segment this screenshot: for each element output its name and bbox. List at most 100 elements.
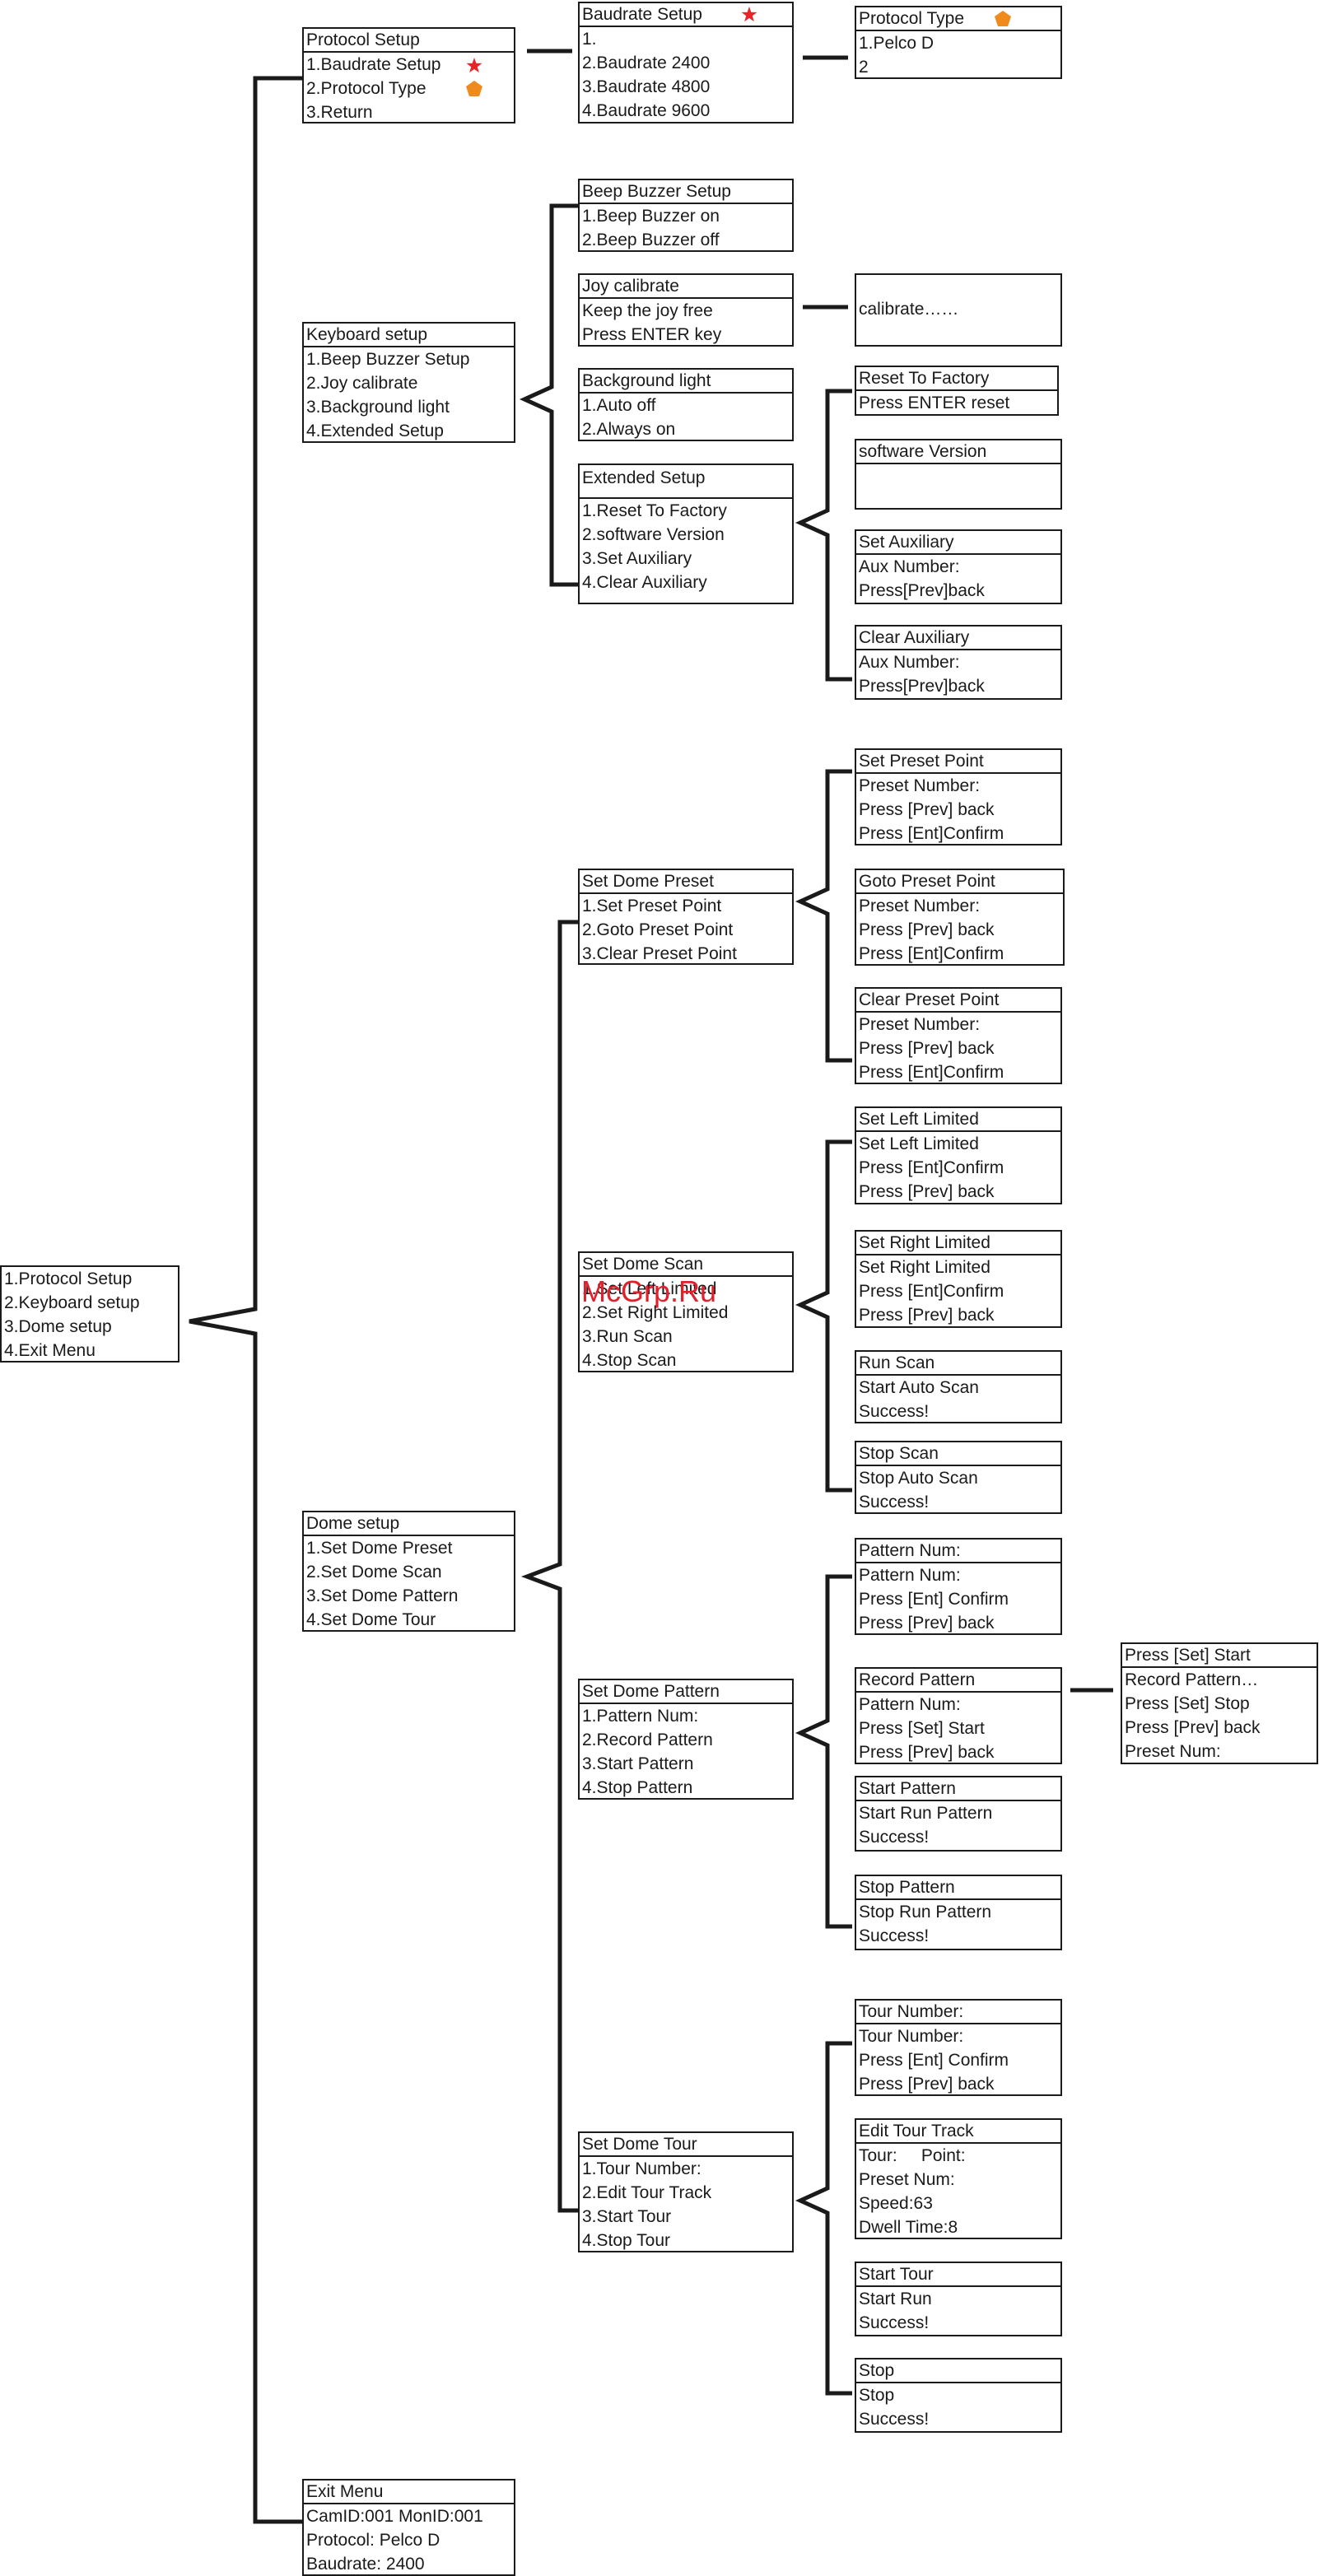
- main-menu-item[interactable]: 2.Keyboard setup: [4, 1293, 140, 1312]
- menu-item[interactable]: 1.Pelco D: [859, 34, 934, 53]
- menu-item: Press [Ent] Confirm: [859, 1590, 1009, 1609]
- menu-item: Success!: [859, 2313, 930, 2332]
- menu-item[interactable]: 3.Start Pattern: [582, 1754, 694, 1773]
- menu-item[interactable]: 1.Reset To Factory: [582, 501, 727, 520]
- exit-menu-title: Exit Menu: [304, 2481, 514, 2504]
- menu-item[interactable]: 4.Clear Auxiliary: [582, 573, 707, 592]
- menu-item: Set Right Limited: [859, 1258, 990, 1277]
- pentagon-icon: [466, 81, 482, 96]
- menu-item[interactable]: 3.Background light: [306, 398, 450, 417]
- extended-setup-title: Extended Setup: [580, 465, 792, 499]
- tour-bracket: [795, 2041, 852, 2396]
- watermark-text: McGrp.Ru: [581, 1274, 717, 1308]
- menu-item: Speed:63: [859, 2194, 933, 2213]
- menu-item[interactable]: 2.Goto Preset Point: [582, 920, 734, 939]
- dome-setup-title: Dome setup: [304, 1512, 514, 1536]
- dome-bracket: [520, 920, 580, 2213]
- menu-item[interactable]: 2.Set Right Limited: [582, 1303, 729, 1322]
- menu-item[interactable]: 4.Extended Setup: [306, 422, 444, 440]
- menu-item: Press [Ent]Confirm: [859, 824, 1004, 843]
- menu-item: Press [Ent]Confirm: [859, 1158, 1004, 1177]
- menu-item: Press [Prev] back: [859, 2075, 995, 2094]
- pattern-num-title: Pattern Num:: [856, 1540, 1060, 1563]
- menu-item[interactable]: 1.Pattern Num:: [582, 1707, 699, 1726]
- main-menu-item[interactable]: 3.Dome setup: [4, 1317, 112, 1336]
- scan-bracket: [795, 1139, 852, 1493]
- keyboard-bracket: [519, 203, 580, 587]
- menu-item: Press [Prev] back: [859, 1182, 995, 1201]
- tour-number-title: Tour Number:: [856, 2001, 1060, 2024]
- joy-calibrate-box: Joy calibrate Keep the joy free Press EN…: [578, 273, 794, 347]
- menu-item[interactable]: 3.Start Tour: [582, 2207, 672, 2226]
- set-dome-pattern-box: Set Dome Pattern 1.Pattern Num: 2.Record…: [578, 1679, 794, 1800]
- menu-item[interactable]: 1.Beep Buzzer Setup: [306, 350, 470, 369]
- stop-scan-box: Stop Scan Stop Auto Scan Success!: [855, 1441, 1062, 1514]
- menu-item[interactable]: 2.Joy calibrate: [306, 374, 418, 393]
- menu-item: Stop Run Pattern: [859, 1903, 992, 1922]
- record-pattern-box: Record Pattern Pattern Num: Press [Set] …: [855, 1667, 1062, 1764]
- reset-factory-box: Reset To Factory Press ENTER reset: [855, 366, 1059, 416]
- menu-item: Press [Prev] back: [1125, 1718, 1261, 1737]
- menu-item-label: 1.Baudrate Setup: [306, 55, 441, 74]
- star-icon: [741, 7, 757, 22]
- menu-item[interactable]: 3.Return: [306, 103, 373, 122]
- menu-item: Aux Number:: [859, 557, 960, 576]
- background-light-title: Background light: [580, 370, 792, 394]
- menu-item[interactable]: 2.Edit Tour Track: [582, 2183, 712, 2202]
- keyboard-setup-title: Keyboard setup: [304, 324, 514, 347]
- pattern-bracket: [795, 1574, 852, 1929]
- menu-item[interactable]: 2.Set Dome Scan: [306, 1563, 442, 1581]
- menu-item[interactable]: 2.Beep Buzzer off: [582, 231, 720, 249]
- menu-item[interactable]: 2.Record Pattern: [582, 1731, 713, 1749]
- set-left-limited-box: Set Left Limited Set Left Limited Press …: [855, 1106, 1062, 1204]
- edit-tour-track-box: Edit Tour Track Tour: Point: Preset Num:…: [855, 2118, 1062, 2239]
- menu-item[interactable]: 4.Stop Scan: [582, 1351, 677, 1370]
- menu-item[interactable]: 4.Stop Pattern: [582, 1778, 693, 1797]
- clear-preset-point-box: Clear Preset Point Preset Number: Press …: [855, 987, 1062, 1084]
- set-preset-point-box: Set Preset Point Preset Number: Press [P…: [855, 748, 1062, 845]
- menu-item[interactable]: 1.: [582, 30, 597, 49]
- menu-item[interactable]: 1.Auto off: [582, 396, 656, 415]
- menu-item[interactable]: 3.Clear Preset Point: [582, 944, 737, 963]
- set-left-limited-title: Set Left Limited: [856, 1108, 1060, 1132]
- menu-item: Press [Prev] back: [859, 1743, 995, 1762]
- calibrate-text: calibrate……: [859, 300, 959, 319]
- main-menu-item[interactable]: 1.Protocol Setup: [4, 1269, 133, 1288]
- menu-item: Tour Number:: [859, 2027, 964, 2046]
- title-label: Baudrate Setup: [582, 5, 702, 24]
- menu-item-label: 2.Protocol Type: [306, 79, 426, 98]
- menu-item[interactable]: 2: [859, 58, 869, 77]
- menu-item[interactable]: 2.Always on: [582, 420, 676, 439]
- menu-item[interactable]: 4.Baudrate 9600: [582, 101, 711, 120]
- menu-item[interactable]: 3.Baudrate 4800: [582, 77, 711, 96]
- menu-item[interactable]: 3.Run Scan: [582, 1327, 673, 1346]
- stop-scan-title: Stop Scan: [856, 1442, 1060, 1466]
- menu-item[interactable]: 2.Baudrate 2400: [582, 54, 711, 72]
- menu-item[interactable]: 2.Protocol Type: [304, 77, 514, 100]
- menu-item: Start Run: [859, 2290, 932, 2308]
- menu-item[interactable]: 3.Set Dome Pattern: [306, 1586, 459, 1605]
- set-right-limited-box: Set Right Limited Set Right Limited Pres…: [855, 1230, 1062, 1328]
- menu-item[interactable]: 1.Baudrate Setup: [304, 53, 514, 77]
- set-dome-scan-box: Set Dome Scan 1.Set Left Limited 2.Set R…: [578, 1251, 794, 1372]
- menu-item[interactable]: 2.software Version: [582, 525, 725, 544]
- clear-auxiliary-title: Clear Auxiliary: [856, 627, 1060, 650]
- start-pattern-title: Start Pattern: [856, 1777, 1060, 1801]
- start-tour-title: Start Tour: [856, 2263, 1060, 2287]
- main-menu-item[interactable]: 4.Exit Menu: [4, 1341, 96, 1360]
- menu-item[interactable]: 4.Stop Tour: [582, 2231, 671, 2250]
- menu-item[interactable]: 1.Set Left Limited: [582, 1279, 717, 1298]
- menu-item[interactable]: 4.Set Dome Tour: [306, 1610, 436, 1629]
- menu-item[interactable]: 1.Beep Buzzer on: [582, 207, 720, 226]
- stop-pattern-title: Stop Pattern: [856, 1876, 1060, 1900]
- menu-item: Press[Prev]back: [859, 581, 985, 600]
- menu-item: Preset Number:: [859, 897, 981, 915]
- menu-item[interactable]: 1.Set Dome Preset: [306, 1539, 453, 1558]
- menu-item[interactable]: 3.Set Auxiliary: [582, 549, 692, 568]
- menu-item: Press [Ent]Confirm: [859, 1282, 1004, 1301]
- menu-item: Pattern Num:: [859, 1566, 961, 1585]
- menu-item[interactable]: 1.Set Preset Point: [582, 897, 722, 915]
- software-version-title: software Version: [856, 440, 1060, 464]
- menu-item[interactable]: 1.Tour Number:: [582, 2159, 701, 2178]
- protocol-setup-box: Protocol Setup 1.Baudrate Setup 2.Protoc…: [302, 27, 515, 123]
